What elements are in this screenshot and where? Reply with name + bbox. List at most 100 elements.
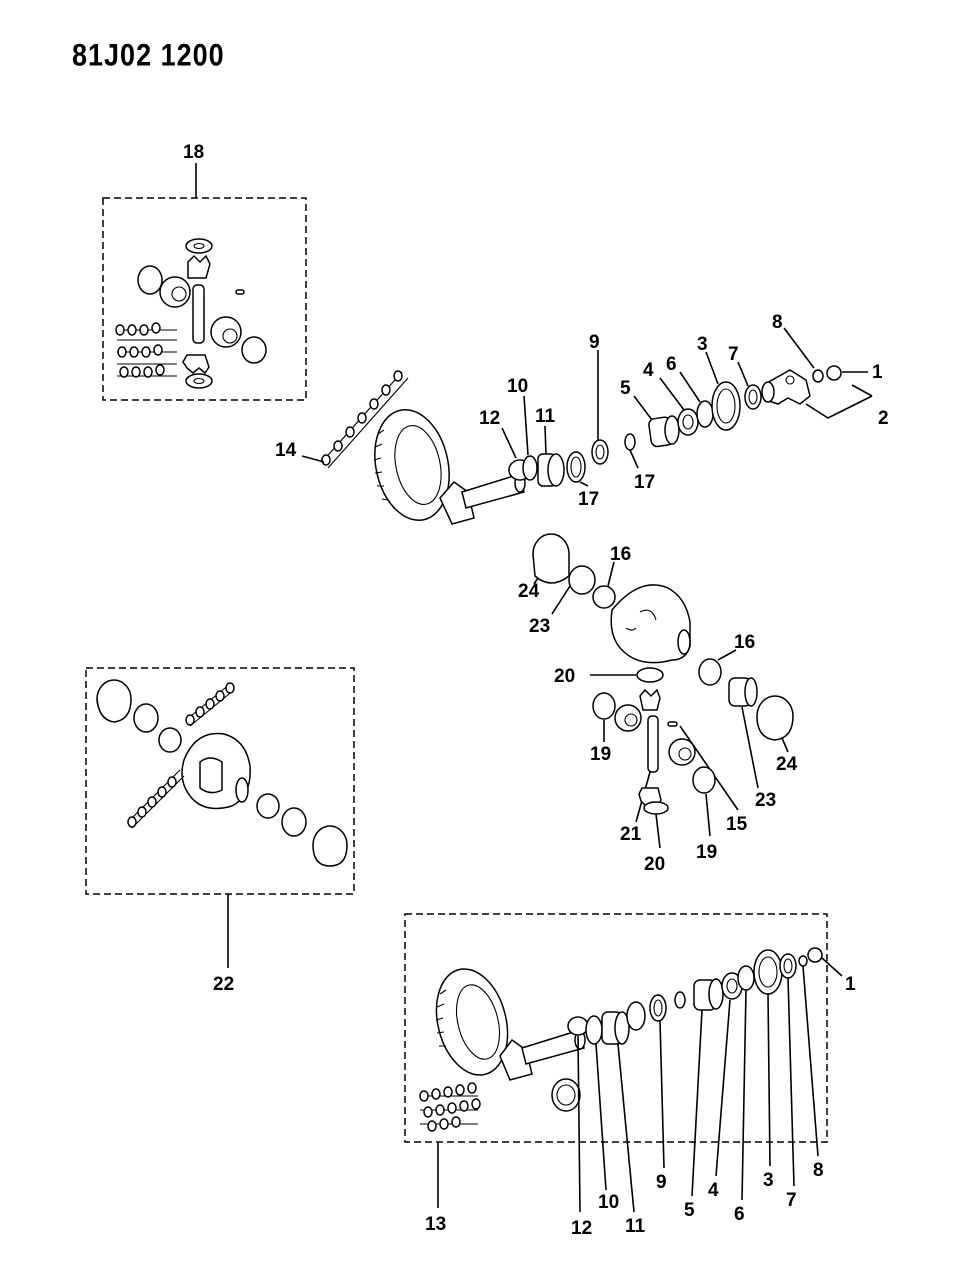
ring-gear-bolts-14 [321, 370, 409, 469]
nut-1b [807, 947, 823, 963]
leader-7b [787, 977, 795, 1187]
bearing-cup-24-right [756, 695, 794, 741]
bearing-cup-5b [693, 978, 724, 1011]
ring-gear-top [373, 408, 450, 522]
leader-14 [301, 455, 325, 463]
leader-16b [717, 649, 737, 661]
kit-box-differential-gears [102, 163, 307, 401]
pinion-gear-bottom [182, 354, 210, 375]
shim-16-right [698, 658, 722, 686]
ring-gear-bolts-22a [185, 682, 235, 727]
callout-21: 21 [620, 824, 642, 845]
shim-right-22 [256, 793, 280, 819]
thrust-washer-bottom [185, 373, 213, 389]
side-washer-right [241, 336, 267, 364]
leader-2 [805, 395, 873, 419]
callout-11b: 11 [625, 1216, 646, 1237]
callout-20b: 20 [644, 854, 665, 875]
callout-3a: 3 [697, 334, 708, 355]
callout-24b: 24 [776, 754, 798, 775]
callout-labels: 18 8 1 2 9 3 7 4 6 5 10 11 12 14 17 17 1… [183, 142, 889, 1239]
leader-17b [629, 449, 639, 469]
leader-12a [501, 427, 517, 459]
leader-8b [802, 965, 819, 1157]
callout-16a: 16 [610, 544, 631, 565]
lock-pin-15 [667, 721, 678, 727]
yoke-2 [761, 369, 811, 405]
leader-24a [533, 577, 539, 585]
callout-23b: 23 [755, 790, 776, 811]
leader-10b [595, 1043, 607, 1191]
thrust-washer-top [185, 238, 213, 254]
cup-17-box [626, 1001, 646, 1031]
callout-23a: 23 [529, 616, 550, 637]
callout-12a: 12 [479, 408, 500, 429]
side-gear-right [210, 316, 242, 348]
leader-24b [781, 737, 789, 753]
callout-4a: 4 [643, 360, 654, 381]
leader-4b [715, 999, 731, 1177]
diagram-code: 81J02 1200 [72, 38, 225, 73]
kit-box-outline-18 [102, 197, 307, 401]
bearing-11b [601, 1011, 630, 1045]
seal-13 [551, 1078, 581, 1112]
nut-1 [826, 365, 842, 381]
callout-6b: 6 [734, 1204, 745, 1225]
pinion-assembly-top [301, 327, 873, 525]
bearing-cup-left-22 [96, 679, 132, 723]
leader-1b [821, 957, 843, 977]
callout-7b: 7 [786, 1190, 797, 1211]
ring-gear-13 [435, 968, 509, 1076]
callout-24a: 24 [518, 581, 540, 602]
cup-17 [566, 451, 586, 483]
callout-3b: 3 [763, 1170, 774, 1191]
drive-pinion-13 [499, 1029, 586, 1081]
shim-10 [522, 455, 538, 481]
washer-8b [798, 955, 808, 967]
leader-3a [705, 351, 719, 385]
drive-pinion-top [439, 473, 526, 525]
differential-case [610, 584, 691, 664]
bearing-23-left [568, 565, 596, 595]
ring-gear-bolts-kit-18 [115, 322, 177, 378]
callout-8b: 8 [813, 1160, 824, 1181]
leader-12b [577, 1035, 581, 1213]
callout-10b: 10 [598, 1192, 619, 1213]
callout-20a: 20 [554, 666, 575, 687]
ring-gear-bolts-22b [127, 769, 185, 829]
side-washer-19-left [592, 692, 616, 720]
leader-10a [523, 395, 529, 456]
callout-1b: 1 [845, 974, 856, 995]
shim-9b [649, 994, 667, 1022]
callout-5a: 5 [620, 378, 631, 399]
leader-6a [679, 371, 701, 403]
callout-22: 22 [213, 974, 234, 995]
callout-19a: 19 [590, 744, 611, 765]
callout-1a: 1 [872, 362, 883, 383]
kit-box-outline-13 [404, 913, 828, 1143]
shim-12b [567, 1016, 589, 1036]
callout-10a: 10 [507, 376, 528, 397]
bearing-cup-24-left [532, 533, 570, 584]
ring-gear-bolts-13 [419, 1082, 481, 1132]
side-washer-left [137, 265, 163, 295]
cup-3 [711, 381, 741, 431]
bearing-cup-5 [648, 415, 680, 448]
spacer-box [674, 991, 686, 1009]
leader-7a [737, 361, 749, 387]
callout-18: 18 [183, 142, 204, 163]
pinion-shaft-21 [647, 715, 659, 773]
callout-11a: 11 [535, 406, 556, 427]
bearing-23-right [728, 677, 758, 707]
leader-11b [617, 1043, 635, 1213]
shim-16-left [592, 585, 616, 609]
bearing-11 [537, 453, 565, 487]
bearing-cup-right-22 [312, 825, 348, 867]
callout-16b: 16 [734, 632, 755, 653]
washer-6b [737, 965, 755, 991]
bearing-left-22 [133, 703, 159, 733]
differential-case-22 [181, 732, 251, 810]
pinion-gear-top [187, 254, 211, 279]
leader-5b [691, 1009, 703, 1197]
